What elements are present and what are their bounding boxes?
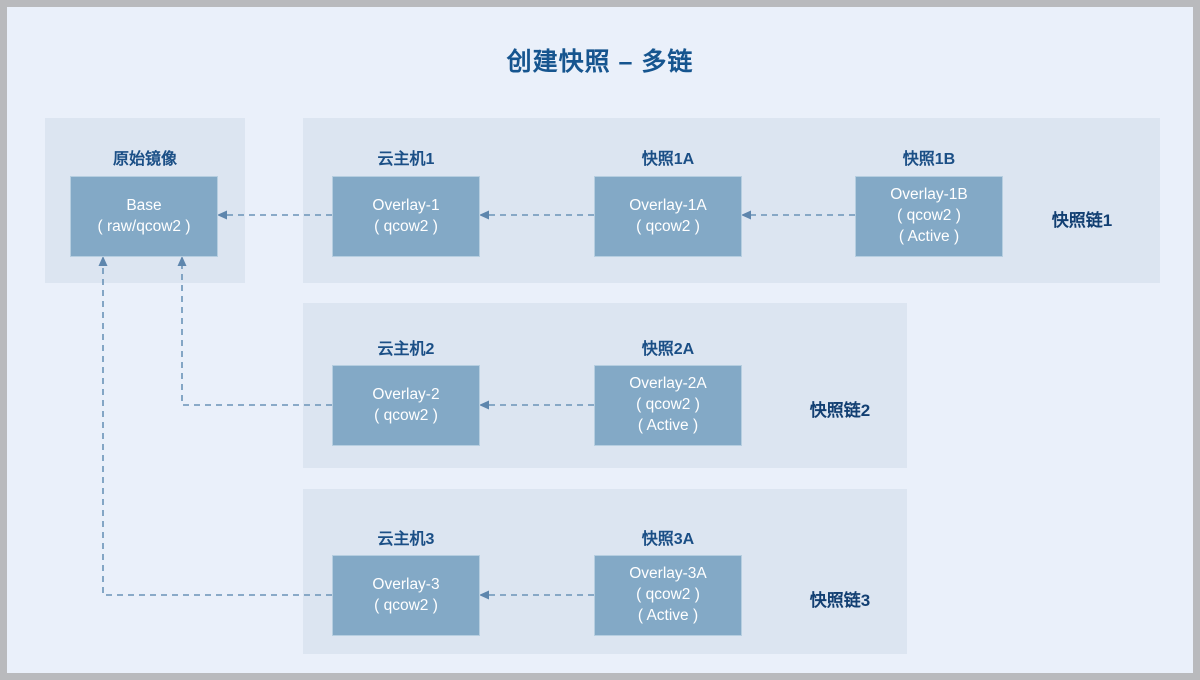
caption-original-image: 原始镜像 bbox=[112, 151, 177, 168]
chain-label-1: 快照链1 bbox=[1051, 211, 1113, 230]
node-overlay-3[interactable]: Overlay-3 ( qcow2 ) bbox=[332, 555, 480, 636]
node-overlay-1b-line3: ( Active ) bbox=[898, 227, 960, 245]
caption-cloud-host-2: 云主机2 bbox=[377, 341, 435, 358]
caption-snapshot-2a: 快照2A bbox=[641, 341, 695, 358]
caption-snapshot-1b: 快照1B bbox=[902, 151, 956, 168]
chain-label-2: 快照链2 bbox=[809, 401, 871, 420]
node-overlay-1a-line2: ( qcow2 ) bbox=[636, 217, 700, 235]
node-overlay-3-line2: ( qcow2 ) bbox=[374, 596, 438, 614]
node-overlay-2-line2: ( qcow2 ) bbox=[374, 406, 438, 424]
node-overlay-1b-line2: ( qcow2 ) bbox=[897, 207, 961, 225]
node-overlay-1a-line1: Overlay-1A bbox=[629, 196, 707, 214]
wire-overlay3-to-base bbox=[102, 265, 332, 596]
node-overlay-3a-line3: ( Active ) bbox=[637, 606, 699, 624]
node-base-line1: Base bbox=[126, 196, 162, 214]
node-overlay-1b[interactable]: Overlay-1B ( qcow2 ) ( Active ) bbox=[855, 176, 1003, 257]
node-overlay-1b-line1: Overlay-1B bbox=[890, 186, 968, 204]
node-overlay-2a-line2: ( qcow2 ) bbox=[636, 396, 700, 414]
node-overlay-2a[interactable]: Overlay-2A ( qcow2 ) ( Active ) bbox=[594, 365, 742, 446]
node-overlay-2a-line1: Overlay-2A bbox=[629, 375, 707, 393]
node-overlay-1-line2: ( qcow2 ) bbox=[374, 217, 438, 235]
caption-snapshot-3a: 快照3A bbox=[641, 531, 695, 548]
node-overlay-2[interactable]: Overlay-2 ( qcow2 ) bbox=[332, 365, 480, 446]
chain-label-3: 快照链3 bbox=[809, 591, 871, 610]
caption-snapshot-1a: 快照1A bbox=[641, 151, 695, 168]
node-base-line2: ( raw/qcow2 ) bbox=[97, 217, 191, 235]
page-title: 创建快照 – 多链 bbox=[506, 48, 694, 76]
node-base[interactable]: Base ( raw/qcow2 ) bbox=[70, 176, 218, 257]
node-overlay-2-line1: Overlay-2 bbox=[372, 385, 440, 403]
caption-cloud-host-3: 云主机3 bbox=[377, 531, 435, 548]
node-overlay-1[interactable]: Overlay-1 ( qcow2 ) bbox=[332, 176, 480, 257]
caption-cloud-host-1: 云主机1 bbox=[377, 151, 435, 168]
node-overlay-3a-line1: Overlay-3A bbox=[629, 565, 707, 583]
node-overlay-1a[interactable]: Overlay-1A ( qcow2 ) bbox=[594, 176, 742, 257]
node-overlay-3a[interactable]: Overlay-3A ( qcow2 ) ( Active ) bbox=[594, 555, 742, 636]
node-overlay-2a-line3: ( Active ) bbox=[637, 416, 699, 434]
diagram-canvas: 创建快照 – 多链 原始镜像 Base ( raw/qcow2 ) 云主机 bbox=[7, 7, 1193, 673]
node-overlay-3-line1: Overlay-3 bbox=[372, 575, 440, 593]
node-overlay-3a-line2: ( qcow2 ) bbox=[636, 586, 700, 604]
node-overlay-1-line1: Overlay-1 bbox=[372, 196, 440, 214]
